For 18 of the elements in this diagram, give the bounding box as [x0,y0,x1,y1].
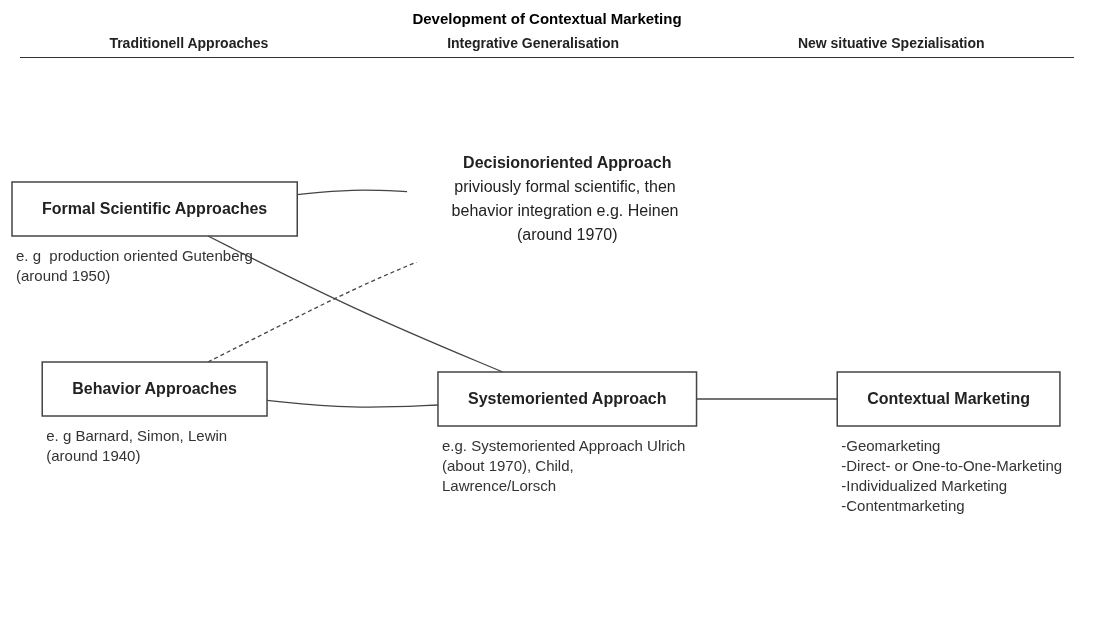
node-box: Contextual Marketing [836,371,1062,427]
node-box: Systemoriented Approach [437,371,698,427]
connector [207,235,504,373]
node-caption: -Geomarketing [841,436,941,456]
column-heading: Traditionell Approaches [109,35,269,51]
node-caption: e. g Barnard, Simon, Lewin (around 1940) [46,426,229,466]
node-caption: e. g production oriented Gutenberg (around 1950) [16,246,255,286]
node-text: Decisionoriented Approach priviously formal scientific, then behavior integration e.g. Heinen (around 1970) [451,154,679,243]
node-caption: -Individualized Marketing [841,476,1008,496]
node-caption: -Direct- or One-to-One-Marketing [841,456,1063,476]
column-heading: New situative Spezialisation [797,35,985,51]
connector [297,189,409,196]
node-caption: e.g. Systemoriented Approach Ulrich (about 1970), Child, Lawrence/Lorsch [442,436,687,496]
node-caption: -Contentmarketing [841,496,966,516]
column-heading: Integrative Generalisation [447,35,620,51]
diagram-title: Development of Contextual Marketing [411,10,683,27]
node-box: Formal Scientific Approaches [11,181,299,237]
node-box: Behavior Approaches [41,361,269,417]
